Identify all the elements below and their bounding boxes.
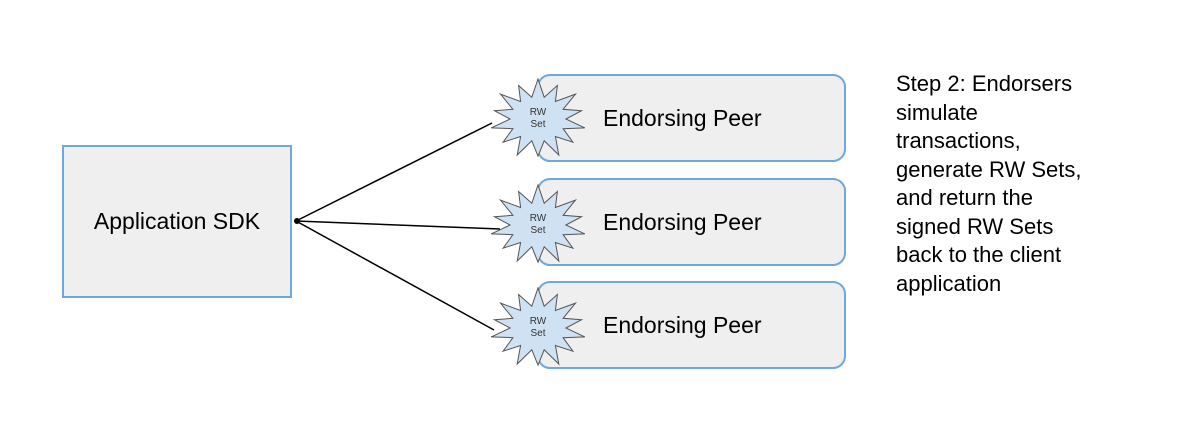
connector-origin-dot — [294, 218, 300, 224]
rw-set-starburst: RW Set — [488, 184, 588, 266]
starburst-shape — [490, 287, 586, 367]
endorsing-peer-box: Endorsing Peer — [537, 178, 846, 266]
rw-set-starburst: RW Set — [488, 287, 588, 369]
rw-set-text: RW Set — [488, 287, 588, 369]
rw-set-line1: RW — [529, 316, 547, 327]
starburst-shape — [490, 78, 586, 158]
endorsing-peer-label: Endorsing Peer — [603, 104, 762, 131]
application-sdk-label: Application SDK — [93, 208, 261, 234]
endorsing-peer-label: Endorsing Peer — [603, 208, 762, 235]
endorsing-peer-box: Endorsing Peer — [537, 74, 846, 162]
rw-set-starburst: RW Set — [488, 78, 588, 160]
rw-set-line1: RW — [529, 213, 547, 224]
application-sdk-box: Application SDK — [62, 145, 292, 298]
rw-set-line2: Set — [530, 119, 546, 130]
connector-line-peer-2 — [295, 220, 501, 230]
rw-set-line2: Set — [530, 225, 546, 236]
endorsing-peer-box: Endorsing Peer — [537, 281, 846, 369]
starburst-shape — [490, 184, 586, 264]
step-description: Step 2: Endorsers simulate transactions,… — [896, 71, 1082, 296]
rw-set-text: RW Set — [488, 184, 588, 266]
endorsing-peer-label: Endorsing Peer — [603, 311, 762, 338]
connector-line-peer-3 — [295, 220, 495, 331]
rw-set-line1: RW — [529, 107, 547, 118]
rw-set-text: RW Set — [488, 78, 588, 160]
connector-line-peer-1 — [295, 122, 493, 222]
rw-set-line2: Set — [530, 328, 546, 339]
